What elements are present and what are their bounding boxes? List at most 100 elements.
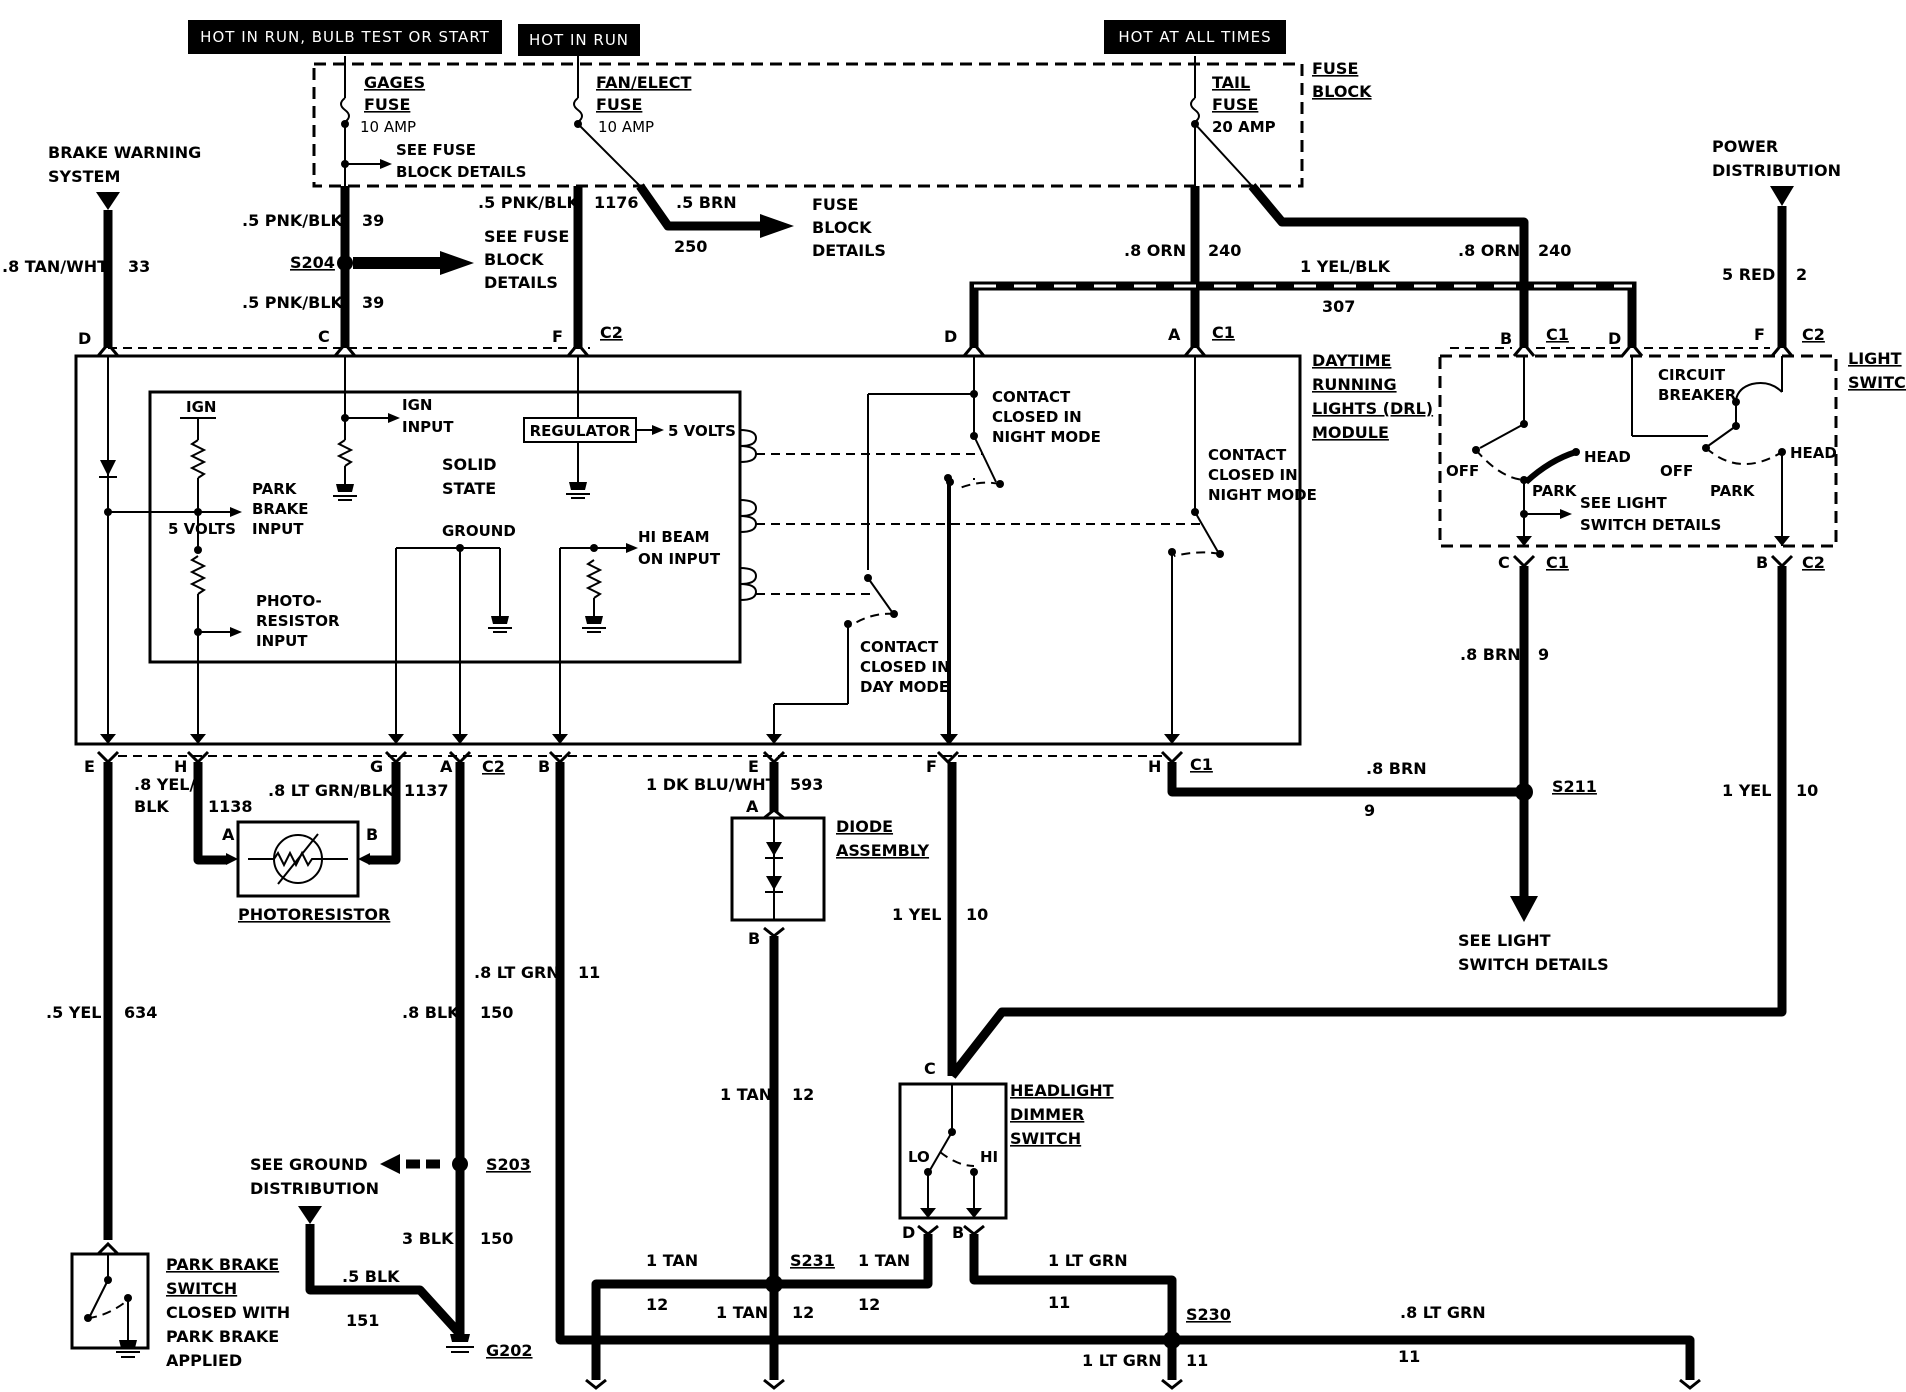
svg-text:HI: HI [980,1148,998,1166]
svg-text:39: 39 [362,211,384,230]
svg-text:NIGHT MODE: NIGHT MODE [1208,486,1317,504]
s231-label: S231 [790,1251,835,1270]
svg-text:DIODE: DIODE [836,817,893,836]
wire-12d-labels: 1 TAN 12 [716,1303,814,1322]
svg-text:.8 LT GRN: .8 LT GRN [474,963,560,982]
svg-text:REGULATOR: REGULATOR [530,422,631,440]
svg-text:DIMMER: DIMMER [1010,1105,1084,1124]
drl-module [74,354,1302,746]
svg-text:.8 ORN: .8 ORN [1458,241,1520,260]
svg-text:DETAILS: DETAILS [484,273,558,292]
header-hot-at-all-times-text: HOT AT ALL TIMES [1118,28,1271,46]
svg-text:BLK: BLK [134,797,169,816]
svg-text:D: D [1608,329,1621,348]
wire-11d-labels: 1 LT GRN 11 [1082,1351,1208,1370]
svg-text:10: 10 [966,905,988,924]
svg-text:FUSE: FUSE [812,195,858,214]
svg-text:C1: C1 [1546,553,1569,572]
svg-text:C1: C1 [1190,755,1213,774]
svg-text:B: B [1500,329,1512,348]
wire-9-drl [1167,762,1524,797]
wire-11b-labels: 1 LT GRN 11 [1048,1251,1128,1312]
light-switch-top-pins: B C1 D F C2 [1500,325,1825,348]
svg-text:C: C [318,327,330,346]
svg-text:250: 250 [674,237,707,256]
solid-state-label: SOLID STATE [442,455,497,498]
wire-12a-labels: 1 TAN 12 [720,1085,814,1104]
svg-text:1 YEL: 1 YEL [892,905,941,924]
light-switch-right: CIRCUIT BREAKER OFF HEAD PARK [1631,356,1837,546]
svg-text:PHOTO-: PHOTO- [256,592,322,610]
wire-10-drl-labels: 1 YEL 10 [892,905,988,924]
s204-arrowhead [440,251,474,275]
svg-text:BLOCK: BLOCK [1312,82,1372,101]
svg-text:1 LT GRN: 1 LT GRN [1048,1251,1128,1270]
svg-text:5 RED: 5 RED [1722,265,1775,284]
svg-text:.5 PNK/BLK: .5 PNK/BLK [478,193,580,212]
svg-text:IGN: IGN [402,396,432,414]
svg-text:SWITCH: SWITCH [166,1279,237,1298]
wire-12-dimmer [774,1234,933,1289]
svg-text:SEE LIGHT: SEE LIGHT [1580,494,1668,512]
contact-day: CONTACT CLOSED IN DAY MODE [766,574,950,744]
svg-text:10 AMP: 10 AMP [360,118,416,136]
svg-text:C2: C2 [482,757,505,776]
power-distribution: POWER DISTRIBUTION [1712,137,1841,206]
photoresistor: A B PHOTORESISTOR [222,820,390,924]
svg-text:APPLIED: APPLIED [166,1351,242,1370]
wire-11a-labels: .8 LT GRN 11 [474,963,600,982]
svg-text:1 TAN: 1 TAN [720,1085,772,1104]
svg-text:CLOSED WITH: CLOSED WITH [166,1303,290,1322]
headlight-dimmer-switch: C LO HI HEADLIGHT DIMMER SWITCH D B [898,1059,1114,1242]
svg-text:A: A [222,825,235,844]
svg-text:SWITCH DETAILS: SWITCH DETAILS [1458,955,1609,974]
svg-text:B: B [952,1223,964,1242]
svg-text:.8 BRN: .8 BRN [1366,759,1427,778]
see-light-switch-details: SEE LIGHT SWITCH DETAILS [1458,931,1609,974]
wire-151 [305,1224,464,1338]
svg-text:.8 YEL/: .8 YEL/ [134,775,195,794]
header-hot-run-bulb-start-text: HOT IN RUN, BULB TEST OR START [200,28,490,46]
svg-text:SEE FUSE: SEE FUSE [396,141,476,159]
svg-text:9: 9 [1364,801,1375,820]
svg-text:PARK BRAKE: PARK BRAKE [166,1255,279,1274]
svg-text:B: B [366,825,378,844]
svg-text:CONTACT: CONTACT [1208,446,1287,464]
wire-1137 [368,762,401,865]
s203-arrowhead [380,1154,400,1174]
svg-text:B: B [1756,553,1768,572]
svg-text:CLOSED IN: CLOSED IN [992,408,1082,426]
wire-1138-labels: .8 YEL/ BLK 1138 [134,775,253,816]
svg-text:12: 12 [792,1303,814,1322]
wire-151-labels: .5 BLK 151 [342,1267,400,1330]
wire-12c-labels: 1 TAN 12 [858,1251,910,1314]
svg-text:150: 150 [480,1229,513,1248]
svg-text:D: D [78,329,91,348]
drl-top-terminals [96,341,1207,357]
svg-text:G: G [370,757,383,776]
park-brake-switch: PARK BRAKE SWITCH CLOSED WITH PARK BRAKE… [70,1241,290,1370]
svg-text:5 VOLTS: 5 VOLTS [168,520,236,538]
svg-text:.5 PNK/BLK: .5 PNK/BLK [242,293,344,312]
svg-text:BRAKE: BRAKE [252,500,308,518]
wire-250-labels: .5 BRN 250 [674,193,737,256]
svg-text:HI BEAM: HI BEAM [638,528,710,546]
svg-text:PARK: PARK [252,480,298,498]
bottom-terminals [585,1378,1701,1390]
splice-s230 [1163,1331,1181,1349]
splice-s204 [337,255,353,271]
svg-text:B: B [748,929,760,948]
svg-text:DISTRIBUTION: DISTRIBUTION [1712,161,1841,180]
svg-text:NIGHT MODE: NIGHT MODE [992,428,1101,446]
svg-text:SEE GROUND: SEE GROUND [250,1155,368,1174]
wire-11-bottom [596,1335,1695,1380]
wire-10-light-switch [948,566,1787,1079]
svg-text:SOLID: SOLID [442,455,497,474]
wire-307 [969,281,1637,348]
svg-text:.8 BRN: .8 BRN [1460,645,1521,664]
svg-text:.5 BRN: .5 BRN [676,193,737,212]
s230-label: S230 [1186,1305,1231,1324]
svg-text:FUSE: FUSE [364,95,410,114]
ign-resistor-chain: IGN 5 VOLTS [168,398,242,744]
svg-text:C: C [924,1059,936,1078]
